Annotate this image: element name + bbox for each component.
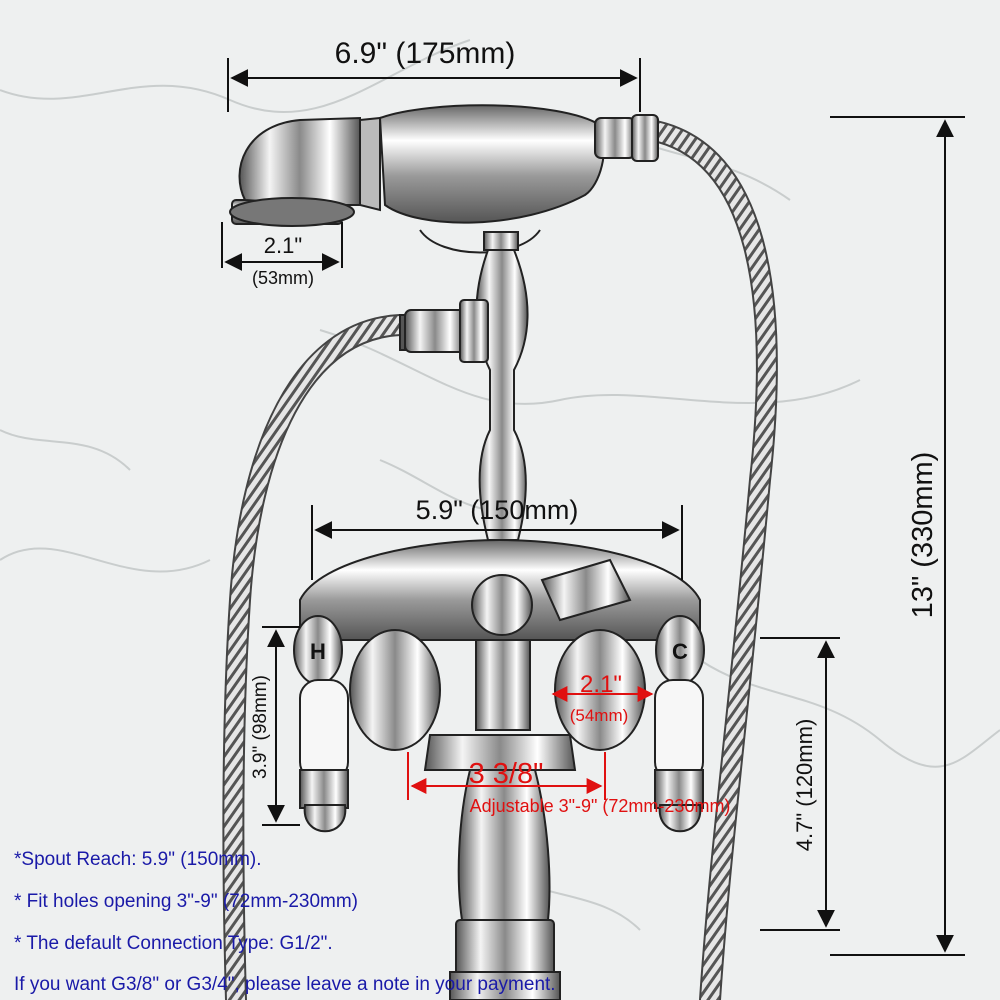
handheld-shower [229,104,659,254]
center-spacing-label: 3 3/8" [469,758,544,790]
shower-hose [222,119,778,1000]
head-diameter-in-label: 2.1" [264,233,302,258]
dimension-lines [221,58,965,956]
spout-height-label: 4.7" (120mm) [792,719,817,852]
highlight-diameter-mm-label: (54mm) [570,706,629,725]
custom-connection-note: If you want G3/8" or G3/4", please leave… [14,974,556,995]
highlight-diameter-in-label: 2.1" [580,671,622,698]
hot-handle [293,615,349,833]
riser-pipe [399,231,529,541]
faucet-body [299,538,701,1000]
head-diameter-mm-label: (53mm) [252,268,314,288]
body-width-label: 5.9" (150mm) [416,495,579,525]
connection-type-note: * The default Connection Type: G1/2". [14,933,333,954]
handset-width-label: 6.9" (175mm) [335,37,516,70]
spout-reach-note: *Spout Reach: 5.9" (150mm). [14,849,262,870]
cold-handle [654,615,705,833]
handle-height-label: 3.9" (98mm) [250,675,271,779]
total-height-label: 13" (330mm) [907,452,939,619]
adjustable-range-label: Adjustable 3"-9" (72mm-230mm) [470,796,731,816]
hot-label: H [310,639,326,664]
cold-label: C [672,639,688,664]
fit-holes-note: * Fit holes opening 3"-9" (72mm-230mm) [14,891,359,912]
red-dimension-lines [407,686,654,800]
